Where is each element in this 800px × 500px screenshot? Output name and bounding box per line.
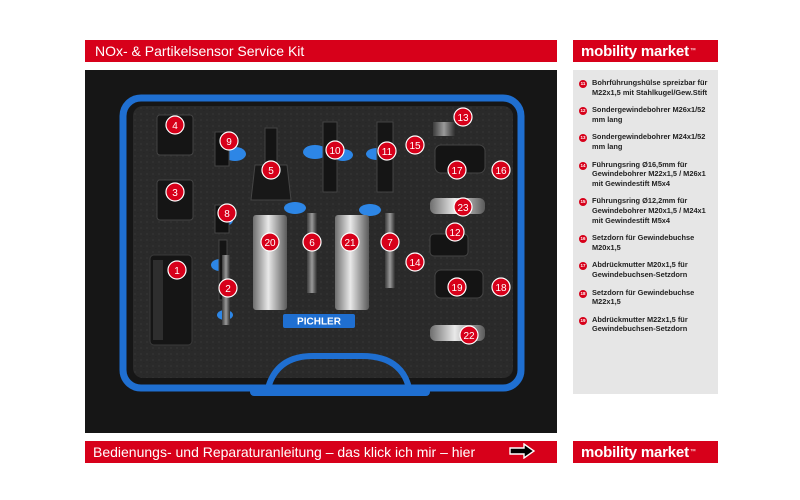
callout-marker xyxy=(377,141,397,161)
legend-number-badge: 19 xyxy=(579,316,587,325)
callout-number: 16 xyxy=(495,166,507,177)
callout-marker xyxy=(447,160,467,180)
callout-number: 22 xyxy=(463,331,475,342)
callout-number: 5 xyxy=(268,166,274,177)
legend-description: Setzdorn für Gewindebuchse M20x1,5 xyxy=(592,233,695,252)
callout-marker xyxy=(491,160,511,180)
manual-link-banner[interactable]: Bedienungs- und Reparaturanleitung – das… xyxy=(85,441,557,463)
legend-number-badge: 17 xyxy=(579,262,587,271)
trademark: ™ xyxy=(689,48,696,54)
legend-item: 16 Setzdorn für Gewindebuchse M20x1,5 xyxy=(579,233,714,252)
callout-marker xyxy=(340,232,360,252)
legend-number-badge: 16 xyxy=(579,235,587,244)
legend-description: Sondergewindebohrer M24x1/52 mm lang xyxy=(592,132,706,151)
legend-description: Bohrführungshülse spreizbar für M22x1,5 … xyxy=(592,78,708,97)
callout-number: 15 xyxy=(409,141,421,152)
legend-item: 11 Bohrführungshülse spreizbar für M22x1,… xyxy=(579,78,714,97)
legend-description: Setzdorn für Gewindebuchse M22x1,5 xyxy=(592,287,695,307)
legend-description: Führungsring Ø16,5mm für Gewindebohrer M… xyxy=(592,159,706,188)
callout-marker xyxy=(445,222,465,242)
page-title-banner: NOx- & Partikelsensor Service Kit xyxy=(85,40,557,62)
callout-number: 11 xyxy=(382,147,393,158)
legend-item: 15 Führungsring Ø12,2mm für Gewindebohrer… xyxy=(579,196,714,225)
page-title: NOx- & Partikelsensor Service Kit xyxy=(95,43,305,59)
legend-description: Führungsring Ø12,2mm für Gewindebohrer M… xyxy=(592,196,706,225)
callout-marker xyxy=(447,277,467,297)
callout-marker xyxy=(453,107,473,127)
callout-marker xyxy=(165,182,185,202)
callout-number: 7 xyxy=(387,238,393,249)
callout-marker xyxy=(165,115,185,135)
legend-number-badge: 14 xyxy=(579,161,587,170)
callout-number: 10 xyxy=(329,146,341,157)
callout-number: 18 xyxy=(495,283,507,294)
callout-marker xyxy=(218,278,238,298)
callout-number: 17 xyxy=(451,166,463,177)
legend-item: 17 Abdrückmutter M20x1,5 für Gewindebuchs… xyxy=(579,260,714,279)
callout-marker xyxy=(453,197,473,217)
callout-marker xyxy=(167,260,187,280)
callout-number: 4 xyxy=(172,121,178,132)
callout-number: 9 xyxy=(226,137,232,148)
legend-item: 13 Sondergewindebohrer M24x1/52 mm lang xyxy=(579,132,714,151)
legend-description: Abdrückmutter M20x1,5 für Gewindebuchsen… xyxy=(592,260,688,279)
callout-marker xyxy=(459,325,479,345)
callout-marker xyxy=(217,203,237,223)
callout-marker xyxy=(302,232,322,252)
callout-marker xyxy=(219,131,239,151)
callout-marker xyxy=(405,252,425,272)
callout-number: 8 xyxy=(224,209,230,220)
maker-logo-text: PICHLER xyxy=(297,317,342,328)
brand-name: mobility market xyxy=(581,42,689,60)
legend-item: 18 Setzdorn für Gewindebuchse M22x1,5 xyxy=(579,288,714,307)
legend-description: Abdrückmutter M22x1,5 für Gewindebuchsen… xyxy=(592,314,688,334)
legend-list: 11 Bohrführungshülse spreizbar für M22x1,… xyxy=(579,78,714,334)
trademark: ™ xyxy=(689,449,696,455)
brand-name: mobility market xyxy=(581,443,689,461)
callout-marker xyxy=(260,232,280,252)
callout-number: 12 xyxy=(449,228,461,239)
callout-number: 3 xyxy=(172,188,178,199)
arrow-right-icon[interactable] xyxy=(509,443,535,459)
legend-item: 14 Führungsring Ø16,5mm für Gewindebohrer… xyxy=(579,160,714,189)
callout-number: 1 xyxy=(174,266,180,277)
callout-marker xyxy=(380,232,400,252)
parts-legend: 11 Bohrführungshülse spreizbar für M22x1,… xyxy=(573,70,718,394)
callout-number: 13 xyxy=(457,113,469,124)
legend-number-badge: 11 xyxy=(579,80,587,88)
callout-marker xyxy=(405,135,425,155)
callout-number: 20 xyxy=(264,238,276,249)
callout-number: 19 xyxy=(451,283,463,294)
callout-number: 6 xyxy=(309,238,315,249)
legend-description: Sondergewindebohrer M26x1/52 mm lang xyxy=(592,105,706,124)
callout-number: 2 xyxy=(225,284,231,295)
legend-number-badge: 12 xyxy=(579,107,587,116)
callout-marker xyxy=(325,140,345,160)
manual-link[interactable]: Bedienungs- und Reparaturanleitung – das… xyxy=(93,444,476,460)
legend-item: 19 Abdrückmutter M22x1,5 für Gewindebuchs… xyxy=(579,315,714,334)
legend-number-badge: 15 xyxy=(579,198,587,207)
legend-item: 12 Sondergewindebohrer M26x1/52 mm lang xyxy=(579,105,714,124)
callout-marker xyxy=(491,277,511,297)
callout-number: 14 xyxy=(409,258,421,269)
callout-number: 23 xyxy=(457,203,469,214)
callout-marker xyxy=(261,160,281,180)
legend-number-badge: 13 xyxy=(579,134,587,143)
legend-number-badge: 18 xyxy=(579,289,587,298)
callout-number: 21 xyxy=(344,238,356,249)
